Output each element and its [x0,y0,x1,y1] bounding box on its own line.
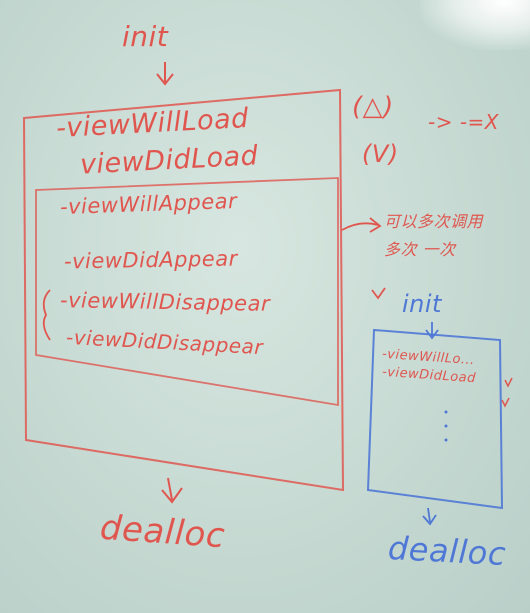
load-arrow-note: -> -=X [428,110,500,134]
appear-note-line2: 多次 一次 [384,240,456,259]
down-arrow-bottom [161,477,183,504]
lifecycle-box-outline [22,88,345,492]
appear-note-line1: 可以多次调用 [384,212,484,231]
sub-arrow-bottom [422,507,437,526]
left-bracket [42,289,51,341]
sub-dealloc-label: dealloc [387,528,507,574]
check-mark [371,287,386,300]
down-arrow-top [156,62,174,86]
init-label: init [122,20,169,53]
note-arrow [341,217,382,233]
didload-note: (V) [362,140,399,168]
light-glare [420,0,530,50]
sub-arrow-top [425,322,439,340]
sub-box-outline [366,328,504,510]
sub-init-label: init [402,290,442,318]
method-view-will-disappear: -viewWillDisappear [59,288,271,316]
load-note: (△) [352,92,394,122]
method-view-did-appear: -viewDidAppear [63,246,238,274]
appear-box-outline [35,177,339,407]
